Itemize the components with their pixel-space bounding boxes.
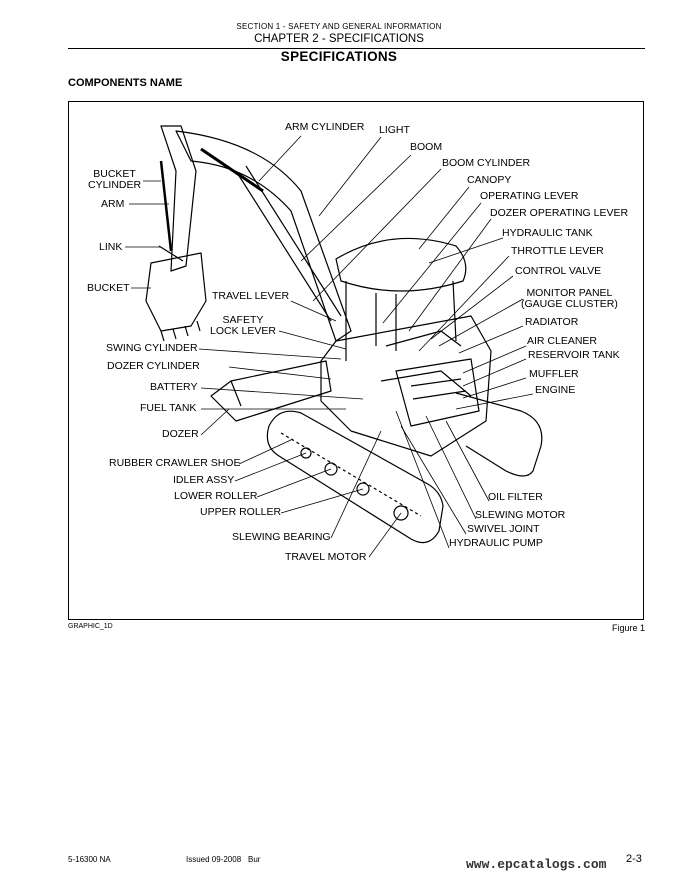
label-bucket-cylinder-line2: CYLINDER: [88, 179, 142, 191]
label-muffler: MUFFLER: [529, 368, 579, 380]
bucket-shape: [145, 252, 207, 332]
footer-issued-date: Issued 09-2008: [186, 855, 242, 864]
header-divider: [68, 48, 645, 49]
section-title: SECTION 1 - SAFETY AND GENERAL INFORMATI…: [236, 22, 442, 31]
label-monitor-panel: MONITOR PANEL (GAUGE CLUSTER): [521, 288, 618, 310]
label-safety-lock-lever: SAFETY LOCK LEVER: [210, 315, 276, 337]
label-idler-assy: IDLER ASSY: [173, 474, 235, 486]
label-upper-roller: UPPER ROLLER: [200, 506, 282, 518]
label-oil-filter: OIL FILTER: [488, 491, 543, 503]
label-hydraulic-pump: HYDRAULIC PUMP: [449, 537, 543, 549]
label-fuel-tank: FUEL TANK: [140, 402, 197, 414]
label-operating-lever: OPERATING LEVER: [480, 190, 579, 202]
label-hydraulic-tank: HYDRAULIC TANK: [502, 227, 593, 239]
label-canopy: CANOPY: [467, 174, 512, 186]
label-rubber-crawler-shoe: RUBBER CRAWLER SHOE: [109, 457, 241, 469]
graphic-id: GRAPHIC_1D: [68, 623, 113, 630]
label-air-cleaner: AIR CLEANER: [527, 335, 598, 347]
label-swing-cylinder: SWING CYLINDER: [106, 342, 198, 354]
label-control-valve: CONTROL VALVE: [515, 265, 602, 277]
crawler-track-front: [266, 410, 444, 544]
upper-structure: [320, 315, 492, 457]
label-travel-motor: TRAVEL MOTOR: [285, 551, 367, 563]
label-safety-lock-lever-line1: SAFETY: [222, 314, 264, 326]
label-swivel-joint: SWIVEL JOINT: [467, 523, 540, 535]
page-title: SPECIFICATIONS: [280, 49, 398, 64]
label-safety-lock-lever-line2: LOCK LEVER: [210, 325, 276, 337]
components-name-heading: COMPONENTS NAME: [68, 77, 183, 89]
figure-caption: Figure 1: [612, 623, 646, 633]
footer-doc-number: 5-16300 NA: [68, 855, 111, 864]
excavator-drawing: [125, 125, 543, 558]
leader-lines: [125, 135, 534, 558]
label-reservoir-tank: RESERVOIR TANK: [528, 349, 620, 361]
label-slewing-motor: SLEWING MOTOR: [475, 509, 566, 521]
footer-watermark: www.epcatalogs.com: [466, 857, 607, 872]
label-bucket-cylinder-line1: BUCKET: [93, 168, 136, 180]
label-arm: ARM: [101, 198, 125, 210]
label-monitor-panel-line2: (GAUGE CLUSTER): [521, 298, 618, 310]
canopy-roof: [335, 237, 467, 292]
label-slewing-bearing: SLEWING BEARING: [232, 531, 331, 543]
label-dozer: DOZER: [162, 428, 199, 440]
label-travel-lever: TRAVEL LEVER: [212, 290, 290, 302]
excavator-figure: ARM CYLINDER LIGHT BOOM BOOM CYLINDER CA…: [68, 101, 644, 620]
crawler-track-rear: [455, 392, 543, 477]
label-bucket-cylinder: BUCKET CYLINDER: [88, 169, 141, 191]
label-bucket: BUCKET: [87, 282, 130, 294]
footer-revision: Bur: [248, 855, 261, 864]
label-dozer-cylinder: DOZER CYLINDER: [107, 360, 200, 372]
chapter-title: CHAPTER 2 - SPECIFICATIONS: [254, 33, 424, 45]
label-battery: BATTERY: [150, 381, 198, 393]
dozer-blade: [210, 360, 332, 422]
label-dozer-operating-lever: DOZER OPERATING LEVER: [490, 207, 629, 219]
label-engine: ENGINE: [535, 384, 576, 396]
label-boom-cylinder: BOOM CYLINDER: [442, 157, 531, 169]
label-throttle-lever: THROTTLE LEVER: [511, 245, 604, 257]
label-monitor-panel-line1: MONITOR PANEL: [526, 287, 613, 299]
label-link: LINK: [99, 241, 123, 253]
label-boom: BOOM: [410, 141, 443, 153]
arm: [160, 125, 197, 272]
page-number: 2-3: [626, 853, 642, 865]
label-lower-roller: LOWER ROLLER: [174, 490, 258, 502]
label-radiator: RADIATOR: [525, 316, 579, 328]
boom: [175, 130, 352, 342]
label-light: LIGHT: [379, 124, 410, 136]
label-arm-cylinder: ARM CYLINDER: [285, 121, 365, 133]
